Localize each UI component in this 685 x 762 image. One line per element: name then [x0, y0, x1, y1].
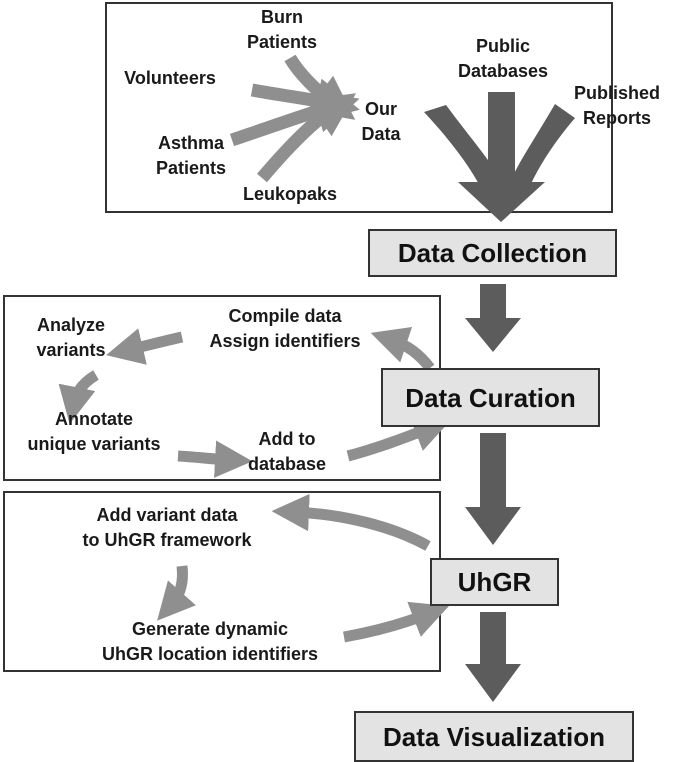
- collection-funnel-arrows: [424, 92, 575, 222]
- asthma-patients-label: Asthma Patients: [155, 133, 227, 178]
- leukopaks-label: Leukopaks: [242, 184, 338, 204]
- add-variant-data-label: Add variant data to UhGR framework: [82, 505, 252, 550]
- compile-data-label: Compile data Assign identifiers: [209, 306, 361, 351]
- data-curation-stage: Data Curation: [381, 368, 600, 427]
- main-flow-arrows: [465, 284, 521, 702]
- data-visualization-stage: Data Visualization: [354, 711, 634, 762]
- curation-cycle-arrows: [58, 326, 451, 478]
- add-to-database-label: Add to database: [247, 429, 327, 474]
- analyze-variants-label: Analyze variants: [36, 315, 106, 360]
- annotate-variants-label: Annotate unique variants: [27, 409, 161, 454]
- our-data-label: Our Data: [361, 99, 401, 144]
- published-reports-label: Published Reports: [573, 83, 660, 128]
- generate-identifiers-label: Generate dynamic UhGR location identifie…: [101, 619, 319, 664]
- volunteers-label: Volunteers: [124, 68, 216, 88]
- our-data-arrows: [229, 54, 360, 183]
- sources-box: [105, 2, 613, 213]
- uhgr-stage: UhGR: [430, 558, 559, 606]
- data-collection-stage: Data Collection: [368, 229, 617, 277]
- public-databases-label: Public Databases: [457, 36, 549, 81]
- uhgr-cycle-arrows: [157, 493, 449, 643]
- burn-patients-label: Burn Patients: [246, 7, 318, 52]
